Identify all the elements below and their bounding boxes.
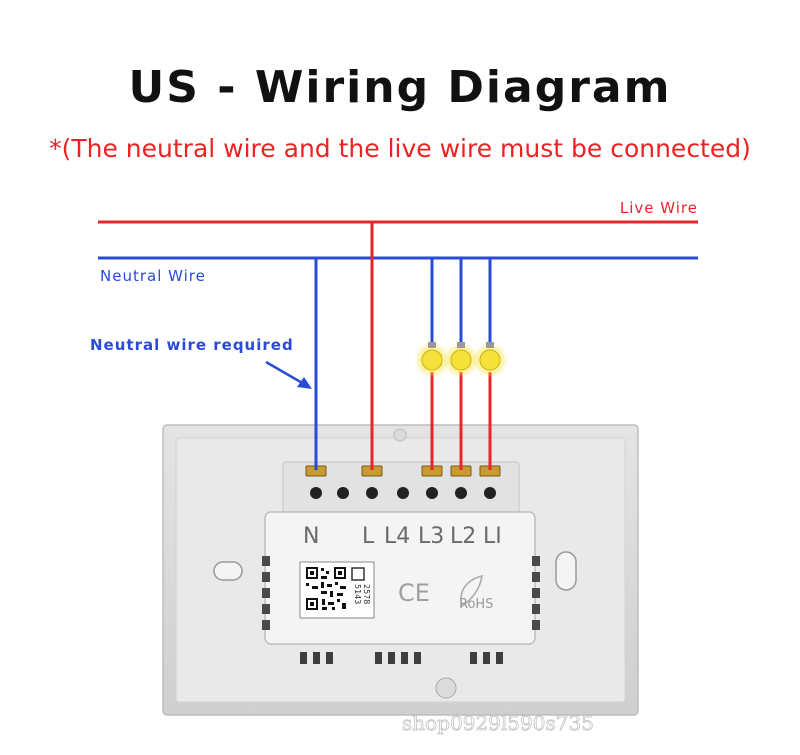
mounting-hole-bottom xyxy=(435,677,457,699)
bulb-3 xyxy=(472,342,508,378)
terminal-label-l4: L4 xyxy=(384,524,410,549)
terminal-label-l3: L3 xyxy=(418,524,444,549)
ce-mark: CE xyxy=(398,579,430,607)
bulb-2 xyxy=(443,342,479,378)
diagram-title: US - Wiring Diagram xyxy=(128,62,672,113)
mounting-slot-left xyxy=(213,561,243,581)
neutral-wire-label: Neutral Wire xyxy=(100,267,206,285)
terminal-label-l1: LI xyxy=(483,524,502,549)
qr-code-number-1: 2578 xyxy=(362,584,371,604)
terminal-clamps xyxy=(305,465,501,477)
qr-code: 2578 5143 xyxy=(299,561,375,619)
neutral-required-arrow-head xyxy=(297,377,312,389)
side-vents-left xyxy=(262,556,270,630)
terminal-label-l2: L2 xyxy=(450,524,476,549)
bulb-1 xyxy=(414,342,450,378)
terminal-label-n: N xyxy=(303,524,319,549)
watermark: shop0929l590s735 xyxy=(402,711,594,735)
bottom-vents xyxy=(300,652,503,664)
neutral-required-label: Neutral wire required xyxy=(90,336,294,354)
mounting-hole-top xyxy=(393,428,407,442)
mounting-slot-right xyxy=(555,551,577,591)
rohs-leaf-icon xyxy=(460,574,483,608)
rohs-mark: RoHS xyxy=(459,597,493,612)
terminal-label-l: L xyxy=(362,524,375,549)
neutral-required-arrow-line xyxy=(265,360,305,386)
side-vents-right xyxy=(532,556,540,630)
live-wire-label: Live Wire xyxy=(620,199,698,217)
diagram-subtitle: *(The neutral wire and the live wire mus… xyxy=(49,134,751,163)
terminal-screws xyxy=(310,487,496,499)
qr-code-number-2: 5143 xyxy=(353,584,362,604)
